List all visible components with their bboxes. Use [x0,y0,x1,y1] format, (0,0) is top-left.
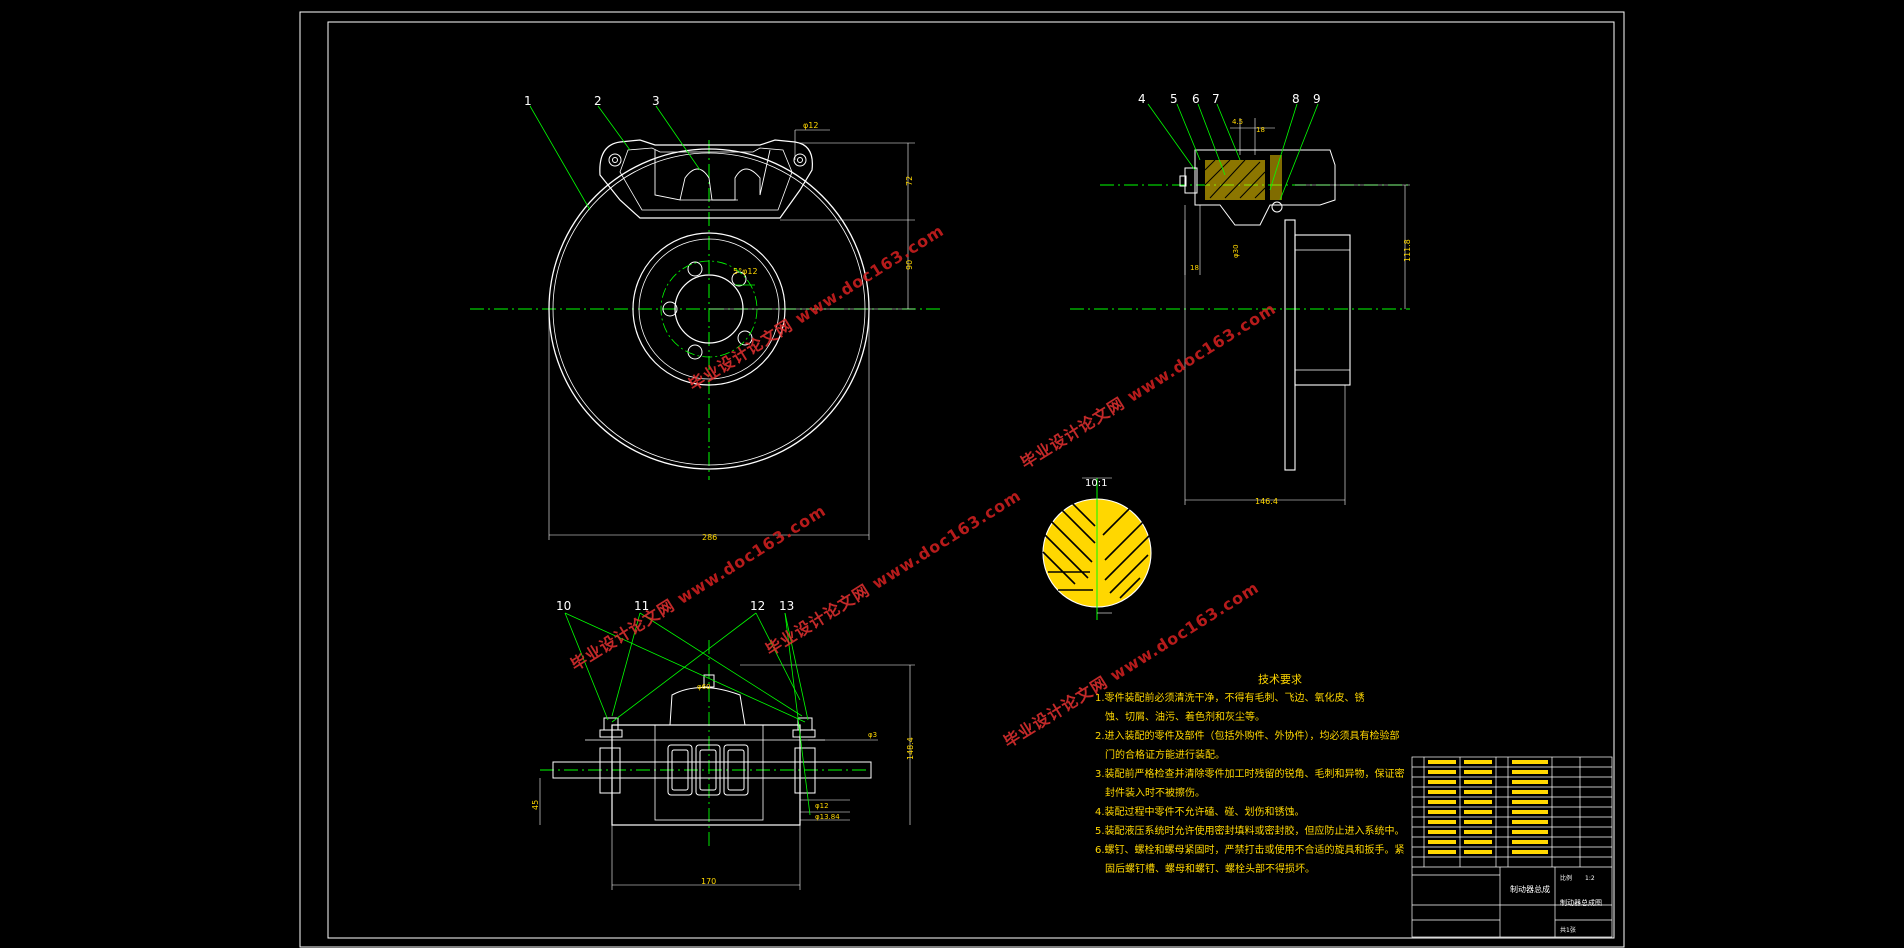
title-scale-label: 比例 [1560,874,1572,882]
hub-profile [1294,234,1351,386]
bottom-view: 10 11 12 13 148.4 45 170 φ60 φ12 φ13.84 … [531,599,915,890]
balloon-2: 2 [594,94,602,108]
note-line: 6.螺钉、螺栓和螺母紧固时，严禁打击或使用不合适的旋具和扳手。紧 [1095,845,1405,856]
balloon-3: 3 [652,94,660,108]
title-block [1411,756,1613,938]
dim-bottom-phi60: φ60 [697,683,711,691]
bolt-hole [687,344,703,360]
dim-90: 90 [905,260,914,270]
note-line: 固后螺钉槽、螺母和螺钉、螺栓头部不得损坏。 [1105,864,1315,875]
balloon-4: 4 [1138,92,1146,106]
disc-profile [1284,219,1296,471]
side-view: 4 5 6 7 8 9 4.5 18 18 φ30 111.8 146.4 [1070,92,1412,506]
front-view: 1 2 3 φ12 72 90 286 5°φ12 [470,94,940,542]
dim-front-bore: φ12 [803,121,818,130]
bom-cells [1428,760,1548,854]
balloon-10: 10 [556,599,571,613]
title-scale-value: 1:2 [1585,875,1595,882]
note-line: 封件装入时不被擦伤。 [1105,788,1205,799]
note-line: 4.装配过程中零件不允许磕、碰、划伤和锈蚀。 [1095,807,1305,818]
dim-bolt-circle: 5°φ12 [733,267,758,276]
dim-side-18a: 18 [1256,126,1265,134]
technical-requirements: 技术要求 1.零件装配前必须清洗干净，不得有毛刺、飞边、氧化皮、锈 蚀、切屑、油… [1095,670,1425,879]
balloon-8: 8 [1292,92,1300,106]
dim-side-111: 111.8 [1403,239,1412,262]
note-line: 2.进入装配的零件及部件（包括外购件、外协件），均必须具有检验部 [1095,731,1400,742]
bolt-hole [687,261,703,277]
detail-scale: 10:1 [1085,478,1107,489]
piston-set [667,744,749,796]
balloon-6: 6 [1192,92,1200,106]
note-line: 门的合格证方能进行装配。 [1105,750,1225,761]
dim-side-45: 4.5 [1232,118,1243,126]
detail-view: 10:1 [1042,477,1152,620]
title-assembly: 制动器总成 [1510,884,1550,894]
inner-frame-border [327,21,1615,939]
balloon-12: 12 [750,599,765,613]
outer-sheet-border [299,11,1625,948]
bolt-hole [662,301,678,317]
balloon-1: 1 [524,94,532,108]
dim-bottom-phi13: φ13.84 [815,813,840,821]
dim-bottom-small: φ3 [868,731,877,739]
balloon-7: 7 [1212,92,1220,106]
dim-286: 286 [702,533,717,542]
note-line: 5.装配液压系统时允许使用密封填料或密封胶，但应防止进入系统中。 [1095,826,1405,837]
dim-bottom-148: 148.4 [906,737,915,760]
title-drawing-name: 制动器总成图 [1560,898,1602,907]
dim-72: 72 [905,176,914,186]
title-sheet: 共1张 [1560,926,1576,934]
note-line: 3.装配前严格检查并清除零件加工时残留的锐角、毛刺和异物，保证密 [1095,769,1405,780]
dim-side-146: 146.4 [1255,497,1278,506]
note-line: 1.零件装配前必须清洗干净，不得有毛刺、飞边、氧化皮、锈 [1095,693,1365,704]
balloon-5: 5 [1170,92,1178,106]
dim-side-phi: φ30 [1232,244,1240,258]
balloon-11: 11 [634,599,649,613]
side-caliper [1194,149,1336,226]
axle-shaft [552,761,872,779]
balloon-13: 13 [779,599,794,613]
dim-bottom-phi12: φ12 [815,802,829,810]
balloon-9: 9 [1313,92,1321,106]
bolt-hole [737,330,753,346]
note-line: 蚀、切屑、油污、着色剂和灰尘等。 [1105,712,1265,723]
dim-side-18: 18 [1190,264,1199,272]
dim-bottom-45: 45 [531,800,540,810]
dim-bottom-170: 170 [701,877,716,886]
notes-title: 技术要求 [1258,673,1302,686]
